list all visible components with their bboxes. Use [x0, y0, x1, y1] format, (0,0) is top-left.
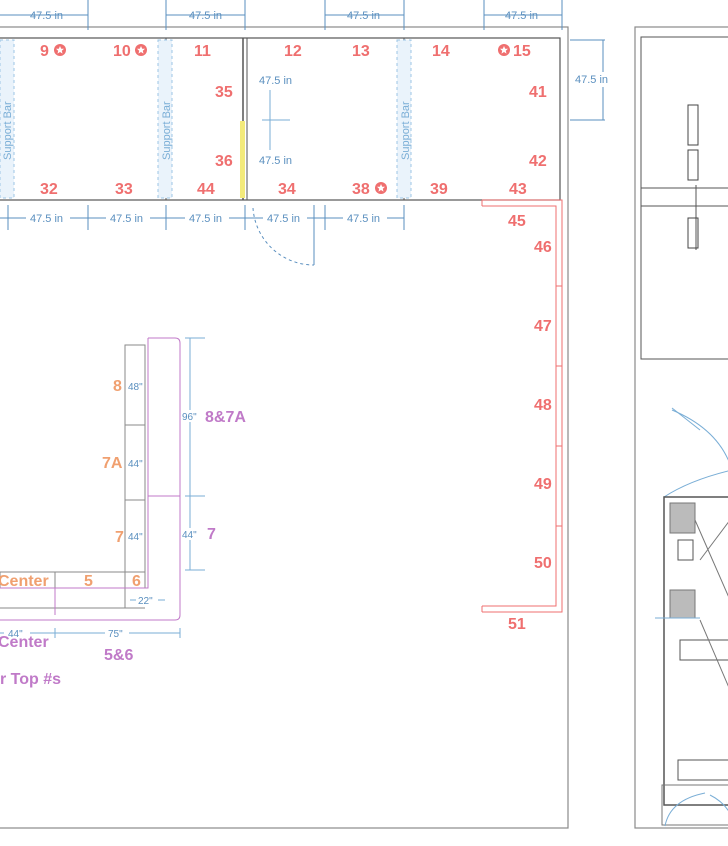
dimension-label: 47.5 in [505, 10, 538, 22]
support-bar-label: Support Bar [161, 101, 173, 160]
dimension-label: 47.5 in [259, 155, 292, 167]
adjacent-room-plan [634, 26, 728, 829]
right-wall-strip [481, 199, 563, 613]
accent-strip [240, 121, 245, 198]
booth-number: 49 [534, 476, 552, 493]
booth-number: 11 [194, 43, 211, 60]
dimension-label: 47.5 in [575, 74, 608, 86]
shelf-dimension: 96" [182, 412, 197, 423]
door-swing [252, 205, 315, 266]
booth-number: 44 [197, 181, 215, 198]
booth-number: 10 [113, 43, 131, 60]
booth-number: 45 [508, 213, 526, 230]
dimension-label: 47.5 in [30, 10, 63, 22]
booth-number: 38 [352, 181, 370, 198]
booth-number: 9 [40, 43, 49, 60]
room-outline [0, 26, 569, 829]
shelf-label: 6 [132, 573, 141, 590]
shelf-dimension: 44" [128, 459, 143, 470]
dimension-label: 47.5 in [189, 213, 222, 225]
star-icon [498, 44, 510, 56]
booth-number: 35 [215, 84, 233, 101]
shelf-label: 5 [84, 573, 93, 590]
booth-number: 42 [529, 153, 547, 170]
shelf-dimension: 44" [128, 532, 143, 543]
booth-number: 14 [432, 43, 450, 60]
dimension-label: 47.5 in [110, 213, 143, 225]
booth-number: 36 [215, 153, 233, 170]
dimension-label: 47.5 in [347, 213, 380, 225]
shelf-label: 7 [115, 529, 124, 546]
dimension-label: 47.5 in [267, 213, 300, 225]
top-dimension-chain [0, 0, 563, 30]
shelf-label: 8&7A [205, 409, 246, 426]
shelf-dimension: 44" [182, 530, 197, 541]
shelf-label: 5&6 [104, 647, 133, 664]
shelf-dimension: 48" [128, 382, 143, 393]
booth-number: 15 [513, 43, 531, 60]
dimension-label: 47.5 in [189, 10, 222, 22]
shelf-label: Center [0, 634, 49, 651]
shelf-label: 7 [207, 526, 216, 543]
booth-number: 48 [534, 397, 552, 414]
top-booth-row [0, 37, 561, 201]
shelf-dimension: 22" [138, 596, 153, 607]
booth-number: 51 [508, 616, 526, 633]
booth-number: 13 [352, 43, 370, 60]
booth-number: 33 [115, 181, 133, 198]
shelf-unit [0, 337, 205, 638]
booth-number: 41 [529, 84, 547, 101]
dimension-label: 47.5 in [259, 75, 292, 87]
shelf-label: Center [0, 573, 49, 590]
shelf-dimension: 75" [108, 629, 123, 640]
booth-number: 46 [534, 239, 552, 256]
shelf-dimension: 44" [8, 629, 23, 640]
booth-number: 32 [40, 181, 58, 198]
dimension-label: 47.5 in [30, 213, 63, 225]
booth-number: 12 [284, 43, 302, 60]
shelf-label: 8 [113, 378, 122, 395]
booth-number: 50 [534, 555, 552, 572]
booth-number: 43 [509, 181, 527, 198]
dimension-label: 47.5 in [347, 10, 380, 22]
support-bar-label: Support Bar [2, 101, 14, 160]
booth-number: 39 [430, 181, 448, 198]
shelf-label: 7A [102, 455, 123, 472]
star-icon [54, 44, 66, 56]
booth-number: 34 [278, 181, 296, 198]
star-icon [135, 44, 147, 56]
booth-number: 47 [534, 318, 552, 335]
shelf-label: r Top #s [0, 671, 61, 688]
support-bar-label: Support Bar [400, 101, 412, 160]
star-icon [375, 182, 387, 194]
